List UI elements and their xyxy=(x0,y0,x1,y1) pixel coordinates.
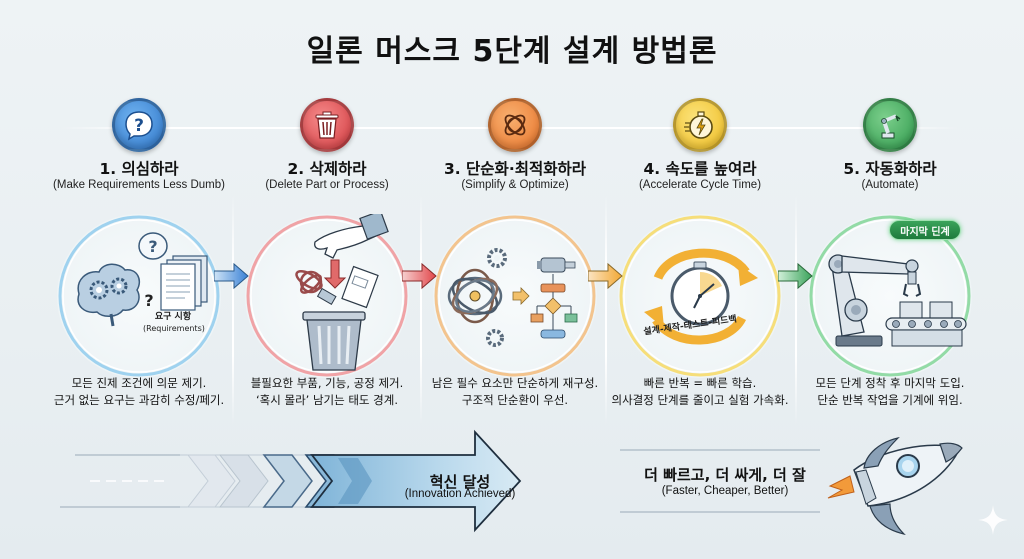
page-title: 일론 머스크 5단계 설계 방법론 xyxy=(306,34,718,69)
flow-arrow-icon xyxy=(588,262,623,290)
stopwatch-lightning-icon xyxy=(673,98,727,152)
innovation-subtitle: (Innovation Achieved) xyxy=(404,488,516,500)
step-description: 빠른 반복 = 빠른 학습. 의사결정 단계를 줄이고 실험 가속화. xyxy=(590,375,810,409)
svg-text:?: ? xyxy=(148,237,157,256)
column-separator xyxy=(605,195,607,425)
description-line: 남은 필수 요소만 단순하게 재구성. xyxy=(431,376,599,390)
step-title: 5. 자동화하라 xyxy=(843,160,937,178)
step-subtitle: (Automate) xyxy=(861,179,919,191)
step-subtitle: (Delete Part or Process) xyxy=(265,179,389,191)
robot-arm-icon xyxy=(863,98,917,152)
step-description: 블필요한 부품, 기능, 공정 제거. ‘혹시 몰라’ 남기는 태도 경계. xyxy=(217,375,437,409)
column-separator xyxy=(232,195,234,425)
step-subtitle: (Simplify & Optimize) xyxy=(461,179,569,191)
step-description: 모든 단계 정착 후 마지막 도입. 단순 반복 작업을 기계에 위임. xyxy=(780,375,1000,409)
step-5-automate: 5. 자동화하라 (Automate) xyxy=(795,0,985,420)
trash-illustration xyxy=(245,214,409,378)
result-title: 더 빠르고, 더 싸게, 더 잘 xyxy=(644,466,806,484)
description-line: 모든 단계 정착 후 마지막 도입. xyxy=(815,376,965,390)
requirements-label-en: (Requirements) xyxy=(143,324,205,333)
innovation-arrow-banner xyxy=(60,429,963,536)
final-step-badge: 마지막 딘계 xyxy=(889,220,961,240)
description-line: 구조적 단순환이 우선. xyxy=(461,393,569,407)
column-separator xyxy=(420,195,422,425)
tangle-to-flowchart-illustration xyxy=(433,214,597,378)
step-title: 4. 속도를 높여라 xyxy=(643,160,757,178)
stopwatch-cycle-illustration xyxy=(618,214,782,378)
description-line: 단순 반복 작업을 기계에 위임. xyxy=(817,393,963,407)
result-subtitle: (Faster, Cheaper, Better) xyxy=(661,485,789,497)
brain-documents-illustration: ? ? xyxy=(57,214,221,378)
step-2-delete: 2. 삭제하라 (Delete Part or Process) xyxy=(232,0,422,420)
column-separator xyxy=(795,195,797,425)
step-subtitle: (Accelerate Cycle Time) xyxy=(638,179,762,191)
description-line: 블필요한 부품, 기능, 공정 제거. xyxy=(250,376,404,390)
step-3-simplify: 3. 단순화·최적화하라 (Simplify & Optimize) xyxy=(420,0,610,420)
flow-arrow-icon xyxy=(778,262,813,290)
step-title: 2. 삭제하라 xyxy=(287,160,367,178)
svg-text:?: ? xyxy=(134,116,144,136)
step-title: 1. 의심하라 xyxy=(99,160,179,178)
description-line: 모든 진제 조건에 의문 제기. xyxy=(71,376,207,390)
step-description: 남은 필수 요소만 단순하게 재구성. 구조적 단순환이 우선. xyxy=(405,375,625,409)
description-line: 의사결정 단계를 줄이고 실험 가속화. xyxy=(611,393,789,407)
robot-arm-conveyor-illustration xyxy=(808,214,972,378)
sparkle-icon xyxy=(978,505,1008,535)
description-line: 빠른 반복 = 빠른 학습. xyxy=(643,376,757,390)
step-description: 모든 진제 조건에 의문 제기. 근거 없는 요구는 과감히 수정/페기. xyxy=(29,375,249,409)
svg-text:?: ? xyxy=(144,291,153,310)
requirements-label: 요구 시항 (Requirements) xyxy=(143,312,205,334)
step-4-accelerate: 4. 속도를 높여라 (Accelerate Cycle Time) 빠른 반복… xyxy=(605,0,795,420)
step-subtitle: (Make Requirements Less Dumb) xyxy=(53,179,225,191)
flow-arrow-icon xyxy=(214,262,249,290)
description-line: 근거 없는 요구는 과감히 수정/페기. xyxy=(53,393,225,407)
flow-arrow-icon xyxy=(402,262,437,290)
requirements-label-ko: 요구 시항 xyxy=(154,312,192,322)
question-bubble-icon: ? xyxy=(112,98,166,152)
innovation-title: 혁신 달성 xyxy=(429,473,491,491)
step-1-question: ? 1. 의심하라 (Make Requirements Less Dumb) … xyxy=(44,0,234,420)
rocket-icon xyxy=(827,436,963,536)
tangled-knot-icon xyxy=(488,98,542,152)
step-title: 3. 단순화·최적화하라 xyxy=(443,160,587,178)
trash-can-icon xyxy=(300,98,354,152)
description-line: ‘혹시 몰라’ 남기는 태도 경계. xyxy=(256,393,398,407)
